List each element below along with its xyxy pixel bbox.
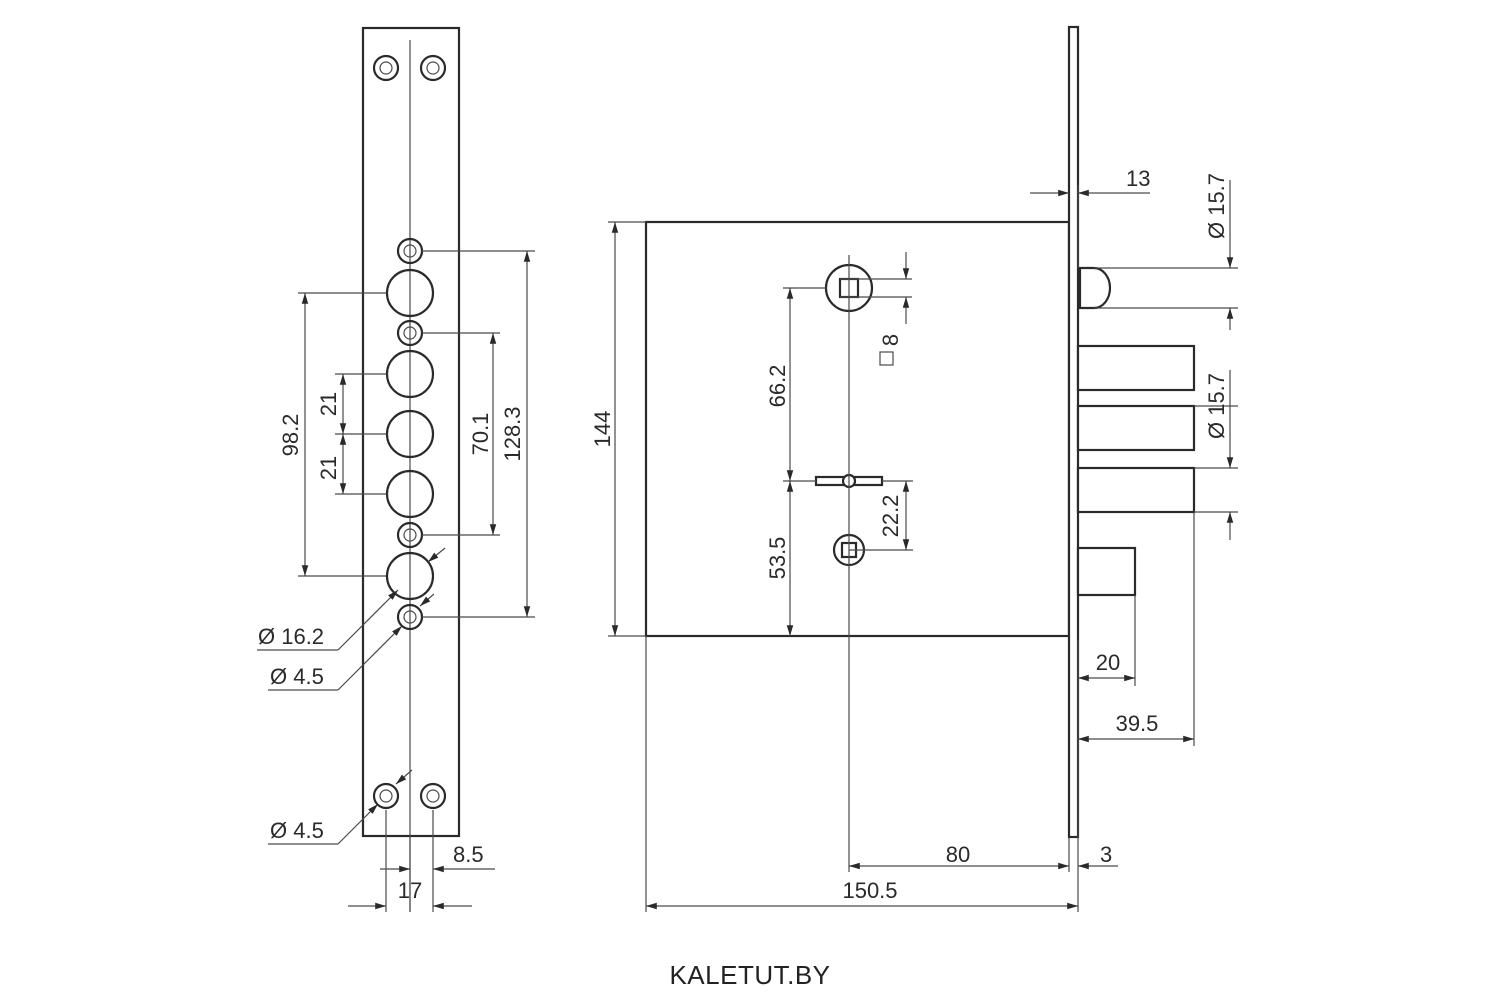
dim-66-2: 66.2 bbox=[765, 365, 790, 408]
lock-dimension-lines bbox=[611, 180, 1234, 910]
dim-bolt-diameter-lock: Ø 15.7 bbox=[1204, 373, 1229, 439]
dim-39-5: 39.5 bbox=[1116, 711, 1159, 736]
dim-screw-diameter-mid: Ø 4.5 bbox=[270, 664, 324, 689]
faceplate-view: 98.2 21 21 70.1 128.3 Ø 16.2 Ø 4.5 Ø 4.5… bbox=[257, 26, 535, 912]
dead-latch bbox=[1076, 546, 1137, 597]
bolt-middle bbox=[1076, 404, 1196, 452]
dim-70-1: 70.1 bbox=[468, 413, 493, 456]
lock-centerlines bbox=[783, 255, 913, 872]
dim-13: 13 bbox=[1126, 166, 1150, 191]
dim-22-2: 22.2 bbox=[878, 495, 903, 538]
dim-screw-diameter-bottom: Ø 4.5 bbox=[270, 818, 324, 843]
front-plate bbox=[1067, 25, 1080, 839]
dim-144: 144 bbox=[590, 411, 615, 448]
dim-20: 20 bbox=[1096, 650, 1120, 675]
dim-17: 17 bbox=[398, 878, 422, 903]
dim-8-5: 8.5 bbox=[453, 842, 484, 867]
square-symbol bbox=[879, 351, 894, 366]
bottom-screw-holes bbox=[372, 782, 447, 810]
lock-body-view: 144 8 66.2 53.5 22.2 13 Ø 15.7 Ø 15.7 20… bbox=[590, 25, 1238, 912]
dim-53-5: 53.5 bbox=[765, 537, 790, 580]
dim-21-upper: 21 bbox=[316, 392, 341, 416]
dim-80: 80 bbox=[946, 842, 970, 867]
bolt-upper bbox=[1076, 344, 1196, 392]
latch-bolt bbox=[1078, 266, 1112, 310]
lock-extension-lines bbox=[608, 185, 1238, 912]
faceplate-dimension-lines bbox=[257, 251, 531, 912]
dim-3: 3 bbox=[1100, 842, 1112, 867]
brand-watermark: KALETUT.BY bbox=[669, 960, 831, 990]
faceplate-extension-lines bbox=[298, 250, 535, 912]
dim-150-5: 150.5 bbox=[842, 878, 897, 903]
dim-98-2: 98.2 bbox=[278, 414, 303, 457]
top-screw-holes bbox=[372, 54, 447, 82]
faceplate-outline bbox=[361, 26, 461, 838]
dim-128-3: 128.3 bbox=[500, 406, 525, 461]
dim-spindle-square: 8 bbox=[878, 334, 903, 346]
dim-21-lower: 21 bbox=[316, 456, 341, 480]
bolt-lower bbox=[1076, 466, 1196, 514]
bolt-holes bbox=[385, 268, 435, 601]
dim-latch-diameter: Ø 15.7 bbox=[1204, 173, 1229, 239]
dim-bolt-diameter: Ø 16.2 bbox=[258, 624, 324, 649]
